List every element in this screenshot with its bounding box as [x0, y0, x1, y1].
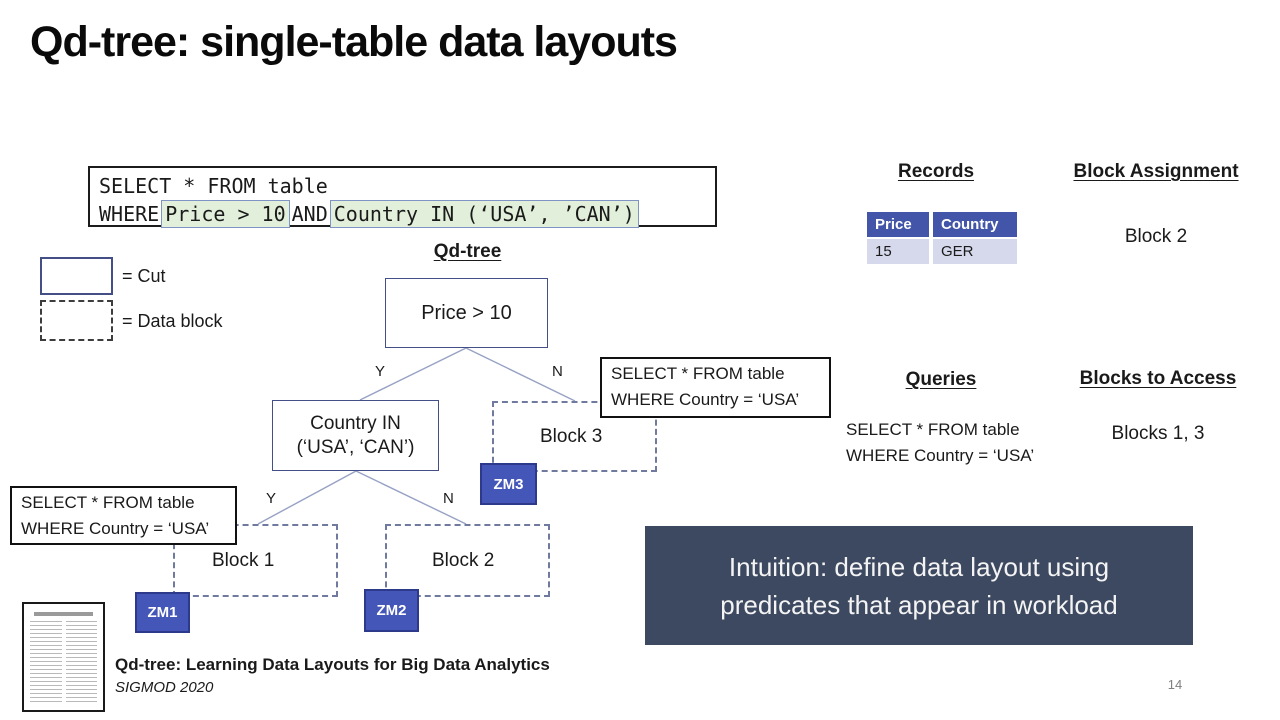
branch-no-level2: N — [443, 490, 454, 507]
intuition-banner: Intuition: define data layout using pred… — [645, 526, 1193, 645]
where-keyword: WHERE — [99, 202, 160, 226]
records-table-header-row: Price Country — [867, 212, 1017, 237]
workload-query-box: SELECT * FROM table WHERE Price > 10 AND… — [88, 166, 717, 228]
record-price-value: 15 — [867, 239, 929, 264]
block2-label: Block 2 — [432, 550, 495, 571]
paper-thumbnail-col-right — [65, 621, 97, 705]
blocks-to-access-heading: Blocks to Access — [1079, 368, 1237, 389]
slide-title: Qd-tree: single-table data layouts — [30, 18, 678, 66]
page-number: 14 — [1167, 677, 1183, 692]
branch-yes-level1: Y — [375, 363, 386, 380]
records-heading: Records — [897, 161, 975, 182]
blocks-to-access-value: Blocks 1, 3 — [1111, 423, 1205, 444]
branch-no-level1: N — [552, 363, 563, 380]
paper-thumbnail-columns — [30, 621, 97, 705]
predicate-price-highlight: Price > 10 — [161, 200, 290, 228]
query-callout-line2: WHERE Country = ‘USA’ — [611, 390, 800, 409]
paper-thumbnail-col-left — [30, 621, 62, 705]
queries-example-query: SELECT * FROM table WHERE Country = ‘USA… — [846, 417, 1034, 469]
query-callout-line1: SELECT * FROM table — [611, 364, 785, 383]
data-block-3 — [492, 401, 657, 472]
paper-thumbnail-title-line — [34, 612, 93, 616]
tree-root-node: Price > 10 — [385, 278, 548, 348]
records-table: Price Country 15 GER — [863, 210, 1021, 266]
citation-venue: SIGMOD 2020 — [115, 679, 214, 696]
tree-root-label: Price > 10 — [421, 301, 512, 324]
zm3-label: ZM3 — [493, 475, 524, 493]
records-col-price: Price — [867, 212, 929, 237]
zone-map-3: ZM3 — [480, 463, 537, 505]
and-keyword: AND — [291, 202, 328, 226]
workload-query-line2: WHERE Price > 10 AND Country IN (‘USA’, … — [99, 200, 715, 228]
block-assignment-value: Block 2 — [1124, 226, 1188, 247]
block3-label: Block 3 — [540, 426, 603, 447]
tree-heading: Qd-tree — [433, 241, 502, 262]
legend-datablock-label: = Data block — [122, 311, 223, 331]
zm2-label: ZM2 — [376, 602, 407, 619]
zm1-label: ZM1 — [147, 604, 178, 621]
branch-yes-level2: Y — [266, 490, 277, 507]
workload-query-line1: SELECT * FROM table — [99, 174, 328, 198]
queries-example-line2: WHERE Country = ‘USA’ — [846, 446, 1035, 465]
legend-cut-label: = Cut — [122, 266, 166, 286]
query-callout-line1: SELECT * FROM table — [21, 493, 195, 512]
block1-label: Block 1 — [212, 550, 275, 571]
record-country-value: GER — [933, 239, 1017, 264]
block-assignment-heading: Block Assignment — [1073, 161, 1239, 182]
query-callout-line2: WHERE Country = ‘USA’ — [21, 519, 210, 538]
intuition-text: Intuition: define data layout using pred… — [720, 551, 1118, 620]
records-table-row: 15 GER — [867, 239, 1017, 264]
query-callout-block1: SELECT * FROM table WHERE Country = ‘USA… — [10, 486, 237, 545]
data-block-1 — [173, 524, 338, 597]
data-block-2 — [385, 524, 550, 597]
zone-map-1: ZM1 — [135, 592, 190, 633]
tree-country-label-line1: Country IN — [310, 412, 401, 434]
paper-thumbnail — [22, 602, 105, 712]
tree-country-node: Country IN (‘USA’, ‘CAN’) — [272, 400, 439, 471]
records-col-country: Country — [933, 212, 1017, 237]
legend-datablock-swatch — [40, 300, 113, 341]
legend-cut-swatch — [40, 257, 113, 295]
zone-map-2: ZM2 — [364, 589, 419, 632]
query-callout-block3: SELECT * FROM table WHERE Country = ‘USA… — [600, 357, 831, 418]
citation-title: Qd-tree: Learning Data Layouts for Big D… — [115, 655, 550, 674]
queries-heading: Queries — [905, 369, 977, 390]
tree-country-label-line2: (‘USA’, ‘CAN’) — [296, 436, 415, 458]
predicate-country-highlight: Country IN (‘USA’, ’CAN’) — [329, 200, 639, 228]
queries-example-line1: SELECT * FROM table — [846, 420, 1020, 439]
